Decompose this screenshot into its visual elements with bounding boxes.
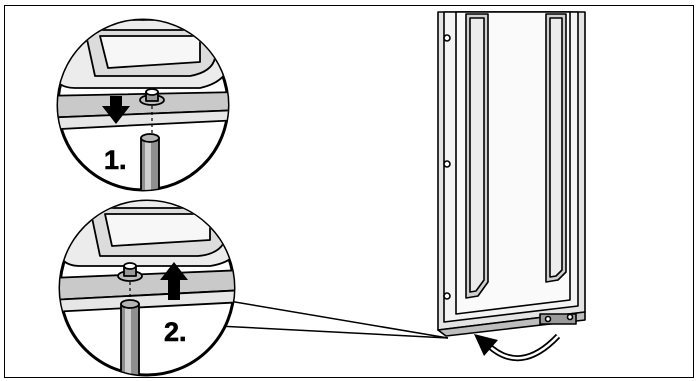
detail-circle-2 xyxy=(50,200,245,381)
step-label-2: 2. xyxy=(164,319,187,346)
rotate-arrow-icon xyxy=(474,334,558,358)
detail-circle-1 xyxy=(40,20,240,208)
callout-lines xyxy=(218,300,448,338)
step-label-1: 1. xyxy=(104,147,127,174)
door-panel xyxy=(438,12,585,336)
